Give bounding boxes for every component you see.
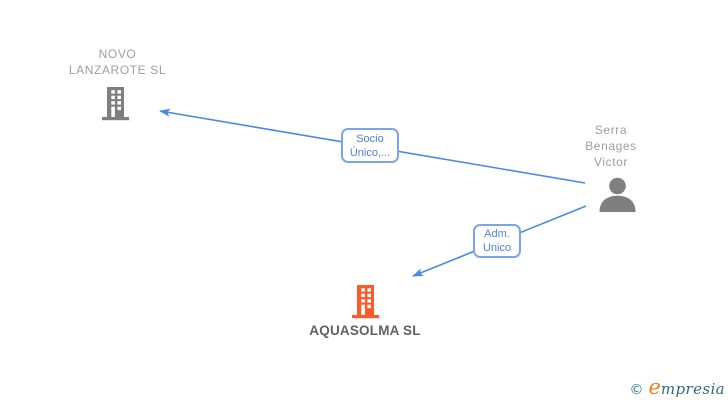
- building-icon[interactable]: [351, 284, 380, 319]
- person-icon[interactable]: [597, 177, 638, 212]
- empresia-logo-text: mpresia: [660, 380, 725, 398]
- building-icon[interactable]: [101, 86, 130, 121]
- company-label-novo-lanzarote: NOVO LANZAROTE SL: [68, 47, 167, 77]
- edge-label-adm-unico[interactable]: Adm. Unico: [473, 224, 521, 258]
- empresia-logo-initial: e: [648, 375, 661, 399]
- copyright-icon: ©: [629, 382, 644, 398]
- empresia-watermark: © e mpresia: [629, 375, 725, 399]
- person-label-serra-benages-victor: Serra Benages Victor: [585, 123, 637, 169]
- edge-label-socio-unico[interactable]: Socio Único,...: [341, 128, 399, 163]
- company-label-aquasolma: AQUASOLMA SL: [309, 323, 421, 338]
